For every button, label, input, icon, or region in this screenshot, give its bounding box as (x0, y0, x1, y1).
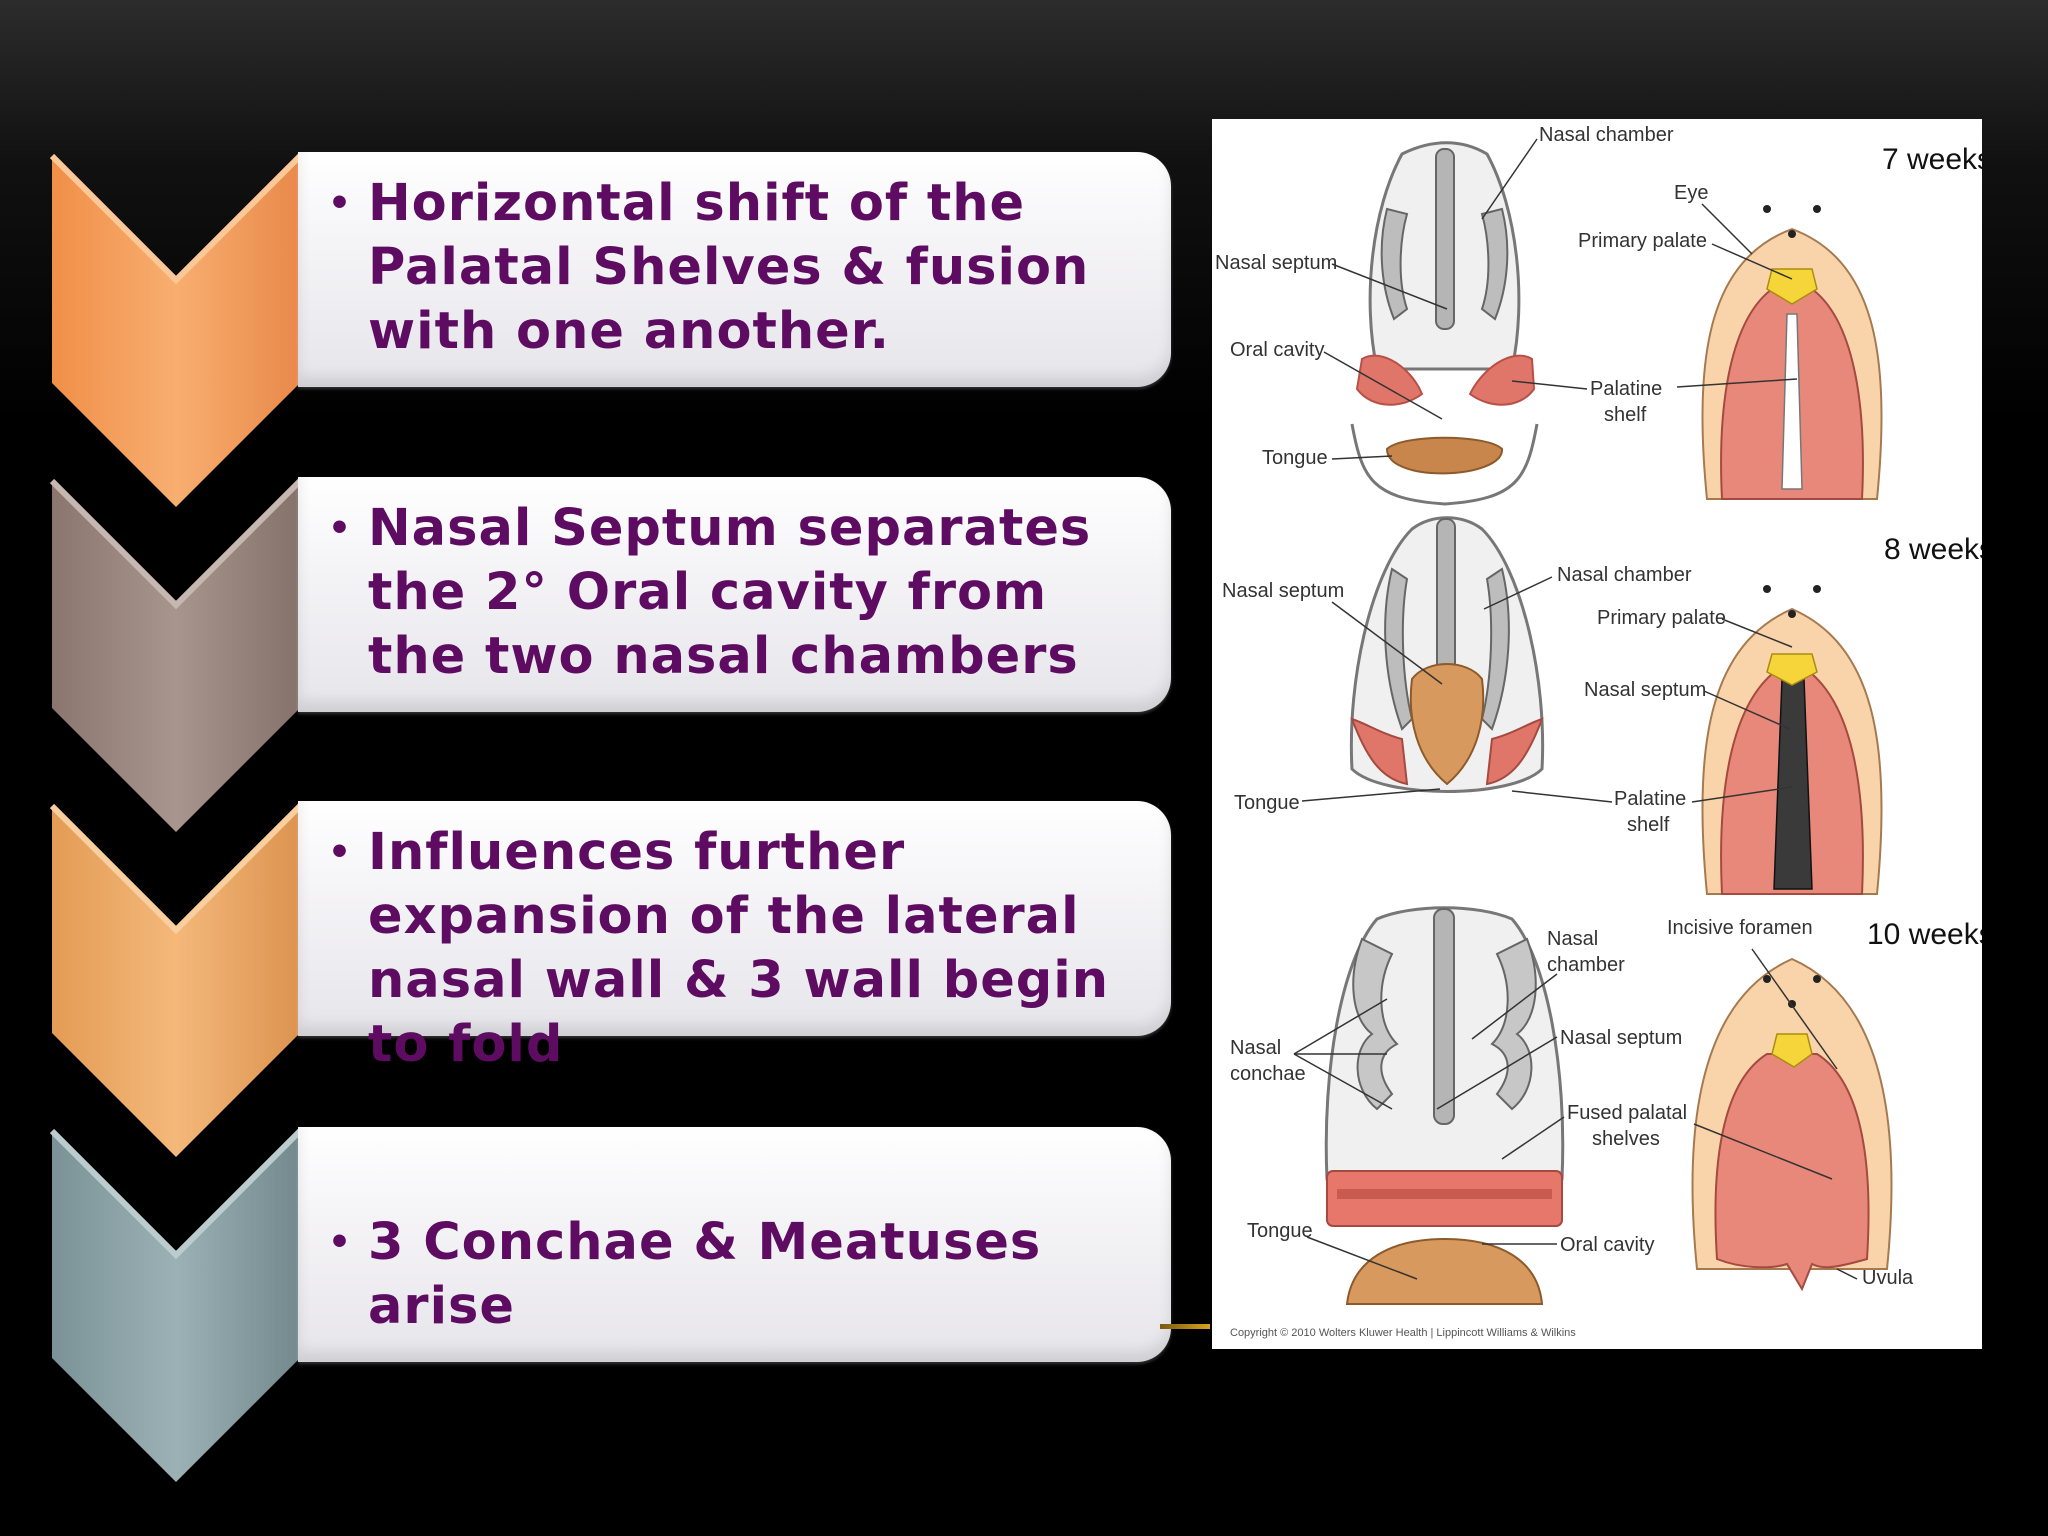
chevron-3 (49, 803, 303, 1157)
label-tongue-10: Tongue (1247, 1220, 1313, 1242)
bullet: • (328, 183, 353, 224)
label-tongue-8: Tongue (1234, 792, 1300, 814)
accent-line (1160, 1324, 1210, 1329)
palate-view-10 (1691, 957, 1893, 1292)
palate-development-diagram: 7 weeks Nasal chamber Nasal septum Oral … (1212, 119, 1994, 1349)
coronal-section-10 (1324, 906, 1565, 1305)
label-eye: Eye (1674, 182, 1708, 204)
label-nasal-septum-10: Nasal septum (1560, 1027, 1682, 1049)
copyright-text: Copyright © 2010 Wolters Kluwer Health |… (1230, 1327, 1576, 1339)
chevron-2 (49, 478, 303, 832)
step-card-1: • Horizontal shift of the Palatal Shelves… (298, 152, 1171, 387)
label-fused-palatal: Fused palatal (1567, 1102, 1687, 1124)
step-text-3: Influences further expansion of the late… (368, 823, 1110, 1074)
label-incisive-foramen: Incisive foramen (1667, 917, 1813, 939)
label-nasal-chamber-8: Nasal chamber (1557, 564, 1692, 586)
step-card-4: • 3 Conchae & Meatuses arise (298, 1127, 1171, 1362)
chevron-4 (49, 1128, 303, 1482)
label-nasal-conchae-1: Nasal (1230, 1037, 1281, 1059)
chevron-1 (49, 153, 303, 507)
step-text-4: 3 Conchae & Meatuses arise (368, 1213, 1042, 1336)
label-chamber-10: chamber (1547, 954, 1625, 976)
label-uvula: Uvula (1862, 1267, 1914, 1289)
coronal-section-8 (1349, 516, 1545, 793)
coronal-section-7 (1350, 141, 1539, 506)
label-shelves: shelves (1592, 1128, 1660, 1150)
labels-10 (1293, 948, 1858, 1280)
step-text-2: Nasal Septum separates the 2° Oral cavit… (368, 499, 1092, 686)
label-nasal-septum-8: Nasal septum (1222, 580, 1344, 602)
chevron-arrows (49, 153, 303, 1482)
section-8-weeks: 8 weeks Nasal septum Nasal chamber Prima… (1222, 516, 1994, 895)
label-nasal-conchae-2: conchae (1230, 1063, 1306, 1085)
section-7-weeks: 7 weeks Nasal chamber Nasal septum Oral … (1215, 124, 1992, 506)
bullet: • (328, 508, 353, 549)
label-tongue: Tongue (1262, 447, 1328, 469)
label-palatine: Palatine (1590, 378, 1662, 400)
week-label-7: 7 weeks (1882, 143, 1982, 176)
label-primary-palate-8: Primary palate (1597, 607, 1726, 629)
label-shelf: shelf (1604, 404, 1647, 426)
label-palatine-8: Palatine (1614, 788, 1686, 810)
step-text-1: Horizontal shift of the Palatal Shelves … (368, 174, 1090, 361)
bullet: • (328, 832, 353, 873)
label-nasal-10: Nasal (1547, 928, 1598, 950)
week-label-8: 8 weeks (1884, 533, 1982, 566)
section-10-weeks: 10 weeks Nasal chamber Incisive foramen … (1230, 906, 1994, 1305)
palate-view-7 (1701, 205, 1883, 500)
label-oral-cavity-10: Oral cavity (1560, 1234, 1654, 1256)
week-label-10: 10 weeks (1867, 918, 1982, 951)
label-primary-palate: Primary palate (1578, 230, 1707, 252)
label-nasal-chamber: Nasal chamber (1539, 124, 1674, 146)
label-oral-cavity: Oral cavity (1230, 339, 1324, 361)
label-nasal-septum: Nasal septum (1215, 252, 1337, 274)
labels-8 (1301, 576, 1793, 803)
palate-view-8 (1701, 585, 1883, 895)
labels-7 (1323, 138, 1798, 460)
label-nasal-septum-8b: Nasal septum (1584, 679, 1706, 701)
step-card-2: • Nasal Septum separates the 2° Oral cavi… (298, 477, 1171, 712)
label-shelf-8: shelf (1627, 814, 1670, 836)
step-card-3: • Influences further expansion of the lat… (298, 801, 1171, 1074)
bullet: • (328, 1222, 353, 1263)
